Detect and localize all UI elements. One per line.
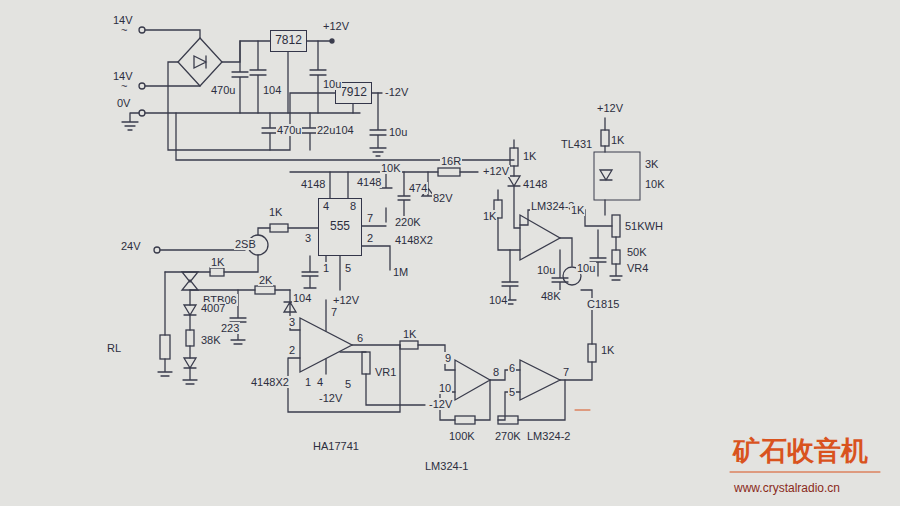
component-label: 2SB	[234, 238, 257, 250]
component-label: 10u	[388, 126, 408, 138]
component-label: 7	[366, 212, 374, 224]
component-label: 50K	[626, 246, 648, 258]
component-label: 5	[508, 386, 516, 398]
component-label: 4148	[522, 178, 548, 190]
part-name: LM324-3	[530, 200, 575, 212]
component-label: 1	[304, 376, 312, 388]
component-label: 1K	[210, 256, 225, 268]
op-amp	[520, 360, 560, 400]
component-label: -12V	[318, 392, 343, 404]
component-label: 223	[220, 322, 240, 334]
component-label: 5	[344, 378, 352, 390]
component-label: 51KWH	[624, 220, 664, 232]
component-label: 16R	[440, 155, 462, 167]
component-label: 100K	[448, 430, 476, 442]
component-label: 8	[492, 366, 500, 378]
component-label: 1K	[482, 210, 497, 222]
component-label: 7	[562, 366, 570, 378]
component-label: ~	[120, 80, 128, 92]
component-label: 4148	[356, 176, 382, 188]
component-label: 104	[488, 294, 508, 306]
part-name: HA17741	[312, 440, 360, 452]
component-label: 4148X2	[394, 234, 434, 246]
component-label: 82V	[432, 192, 454, 204]
watermark: 矿石收音机	[732, 436, 869, 466]
ic-name: 555	[330, 220, 350, 233]
component-label: 5	[344, 262, 352, 274]
component-label: 2K	[258, 274, 273, 286]
component-label: 10K	[380, 162, 402, 174]
component-label: 4148	[300, 178, 326, 190]
component-label: 474	[408, 182, 428, 194]
part-name: LM324-1	[424, 460, 469, 472]
bridge-rectifier	[178, 38, 222, 86]
component-label: 1K	[570, 204, 585, 216]
component-label: RL	[106, 342, 122, 354]
part-name: LM324-2	[526, 430, 571, 442]
component-label: ~	[120, 24, 128, 36]
component-label: VR4	[626, 262, 649, 274]
component-label: 10u	[322, 78, 342, 90]
ic-box: 7812	[270, 30, 307, 52]
component-label: 10u	[576, 262, 596, 274]
component-label: 8	[349, 200, 357, 212]
component-label: 38K	[200, 334, 222, 346]
component-label: 10	[438, 382, 452, 394]
component-label: 7	[330, 306, 338, 318]
component-label: 6	[508, 362, 516, 374]
component-label: 22u104	[316, 124, 355, 136]
component-label: 4007	[200, 302, 226, 314]
component-label: 4	[316, 376, 324, 388]
component-label: +12V	[322, 20, 350, 32]
component-label: 10K	[644, 178, 666, 190]
component-label: 3	[288, 316, 296, 328]
component-label: 1	[322, 262, 330, 274]
component-label: 220K	[394, 216, 422, 228]
component-label: 1K	[522, 150, 537, 162]
component-label: +12V	[332, 294, 360, 306]
component-label: 470u	[276, 124, 302, 136]
component-label: 470u	[210, 84, 236, 96]
component-label: 2	[366, 232, 374, 244]
component-label: 3	[304, 232, 312, 244]
component-label: +12V	[596, 102, 624, 114]
component-label: 1M	[392, 266, 409, 278]
component-label: 4148X2	[250, 376, 290, 388]
component-label: 6	[356, 332, 364, 344]
op-amp	[455, 360, 490, 400]
component-label: 24V	[120, 240, 142, 252]
part-name: TL431	[560, 138, 593, 150]
component-label: 1K	[402, 328, 417, 340]
component-label: 1K	[600, 344, 615, 356]
component-label: 9	[444, 352, 452, 364]
component-label: 1K	[268, 206, 283, 218]
component-label: +12V	[482, 165, 510, 177]
ic-name: 7812	[275, 34, 302, 47]
ic-name: 7912	[340, 86, 367, 99]
component-label: 10u	[536, 264, 556, 276]
watermark-url: www.crystalradio.cn	[733, 482, 841, 495]
component-label: 2	[288, 344, 296, 356]
component-label: -12V	[428, 398, 453, 410]
component-label: 48K	[540, 290, 562, 302]
part-name: C1815	[586, 298, 620, 310]
component-label: 4	[322, 200, 330, 212]
component-label: 3K	[644, 158, 659, 170]
component-label: 0V	[116, 97, 131, 109]
op-amp	[520, 215, 560, 260]
component-label: 104	[262, 84, 282, 96]
component-label: VR1	[374, 366, 397, 378]
component-label: 104	[292, 292, 312, 304]
component-label: -12V	[384, 86, 409, 98]
component-label: 270K	[494, 430, 522, 442]
component-label: 1K	[610, 134, 625, 146]
